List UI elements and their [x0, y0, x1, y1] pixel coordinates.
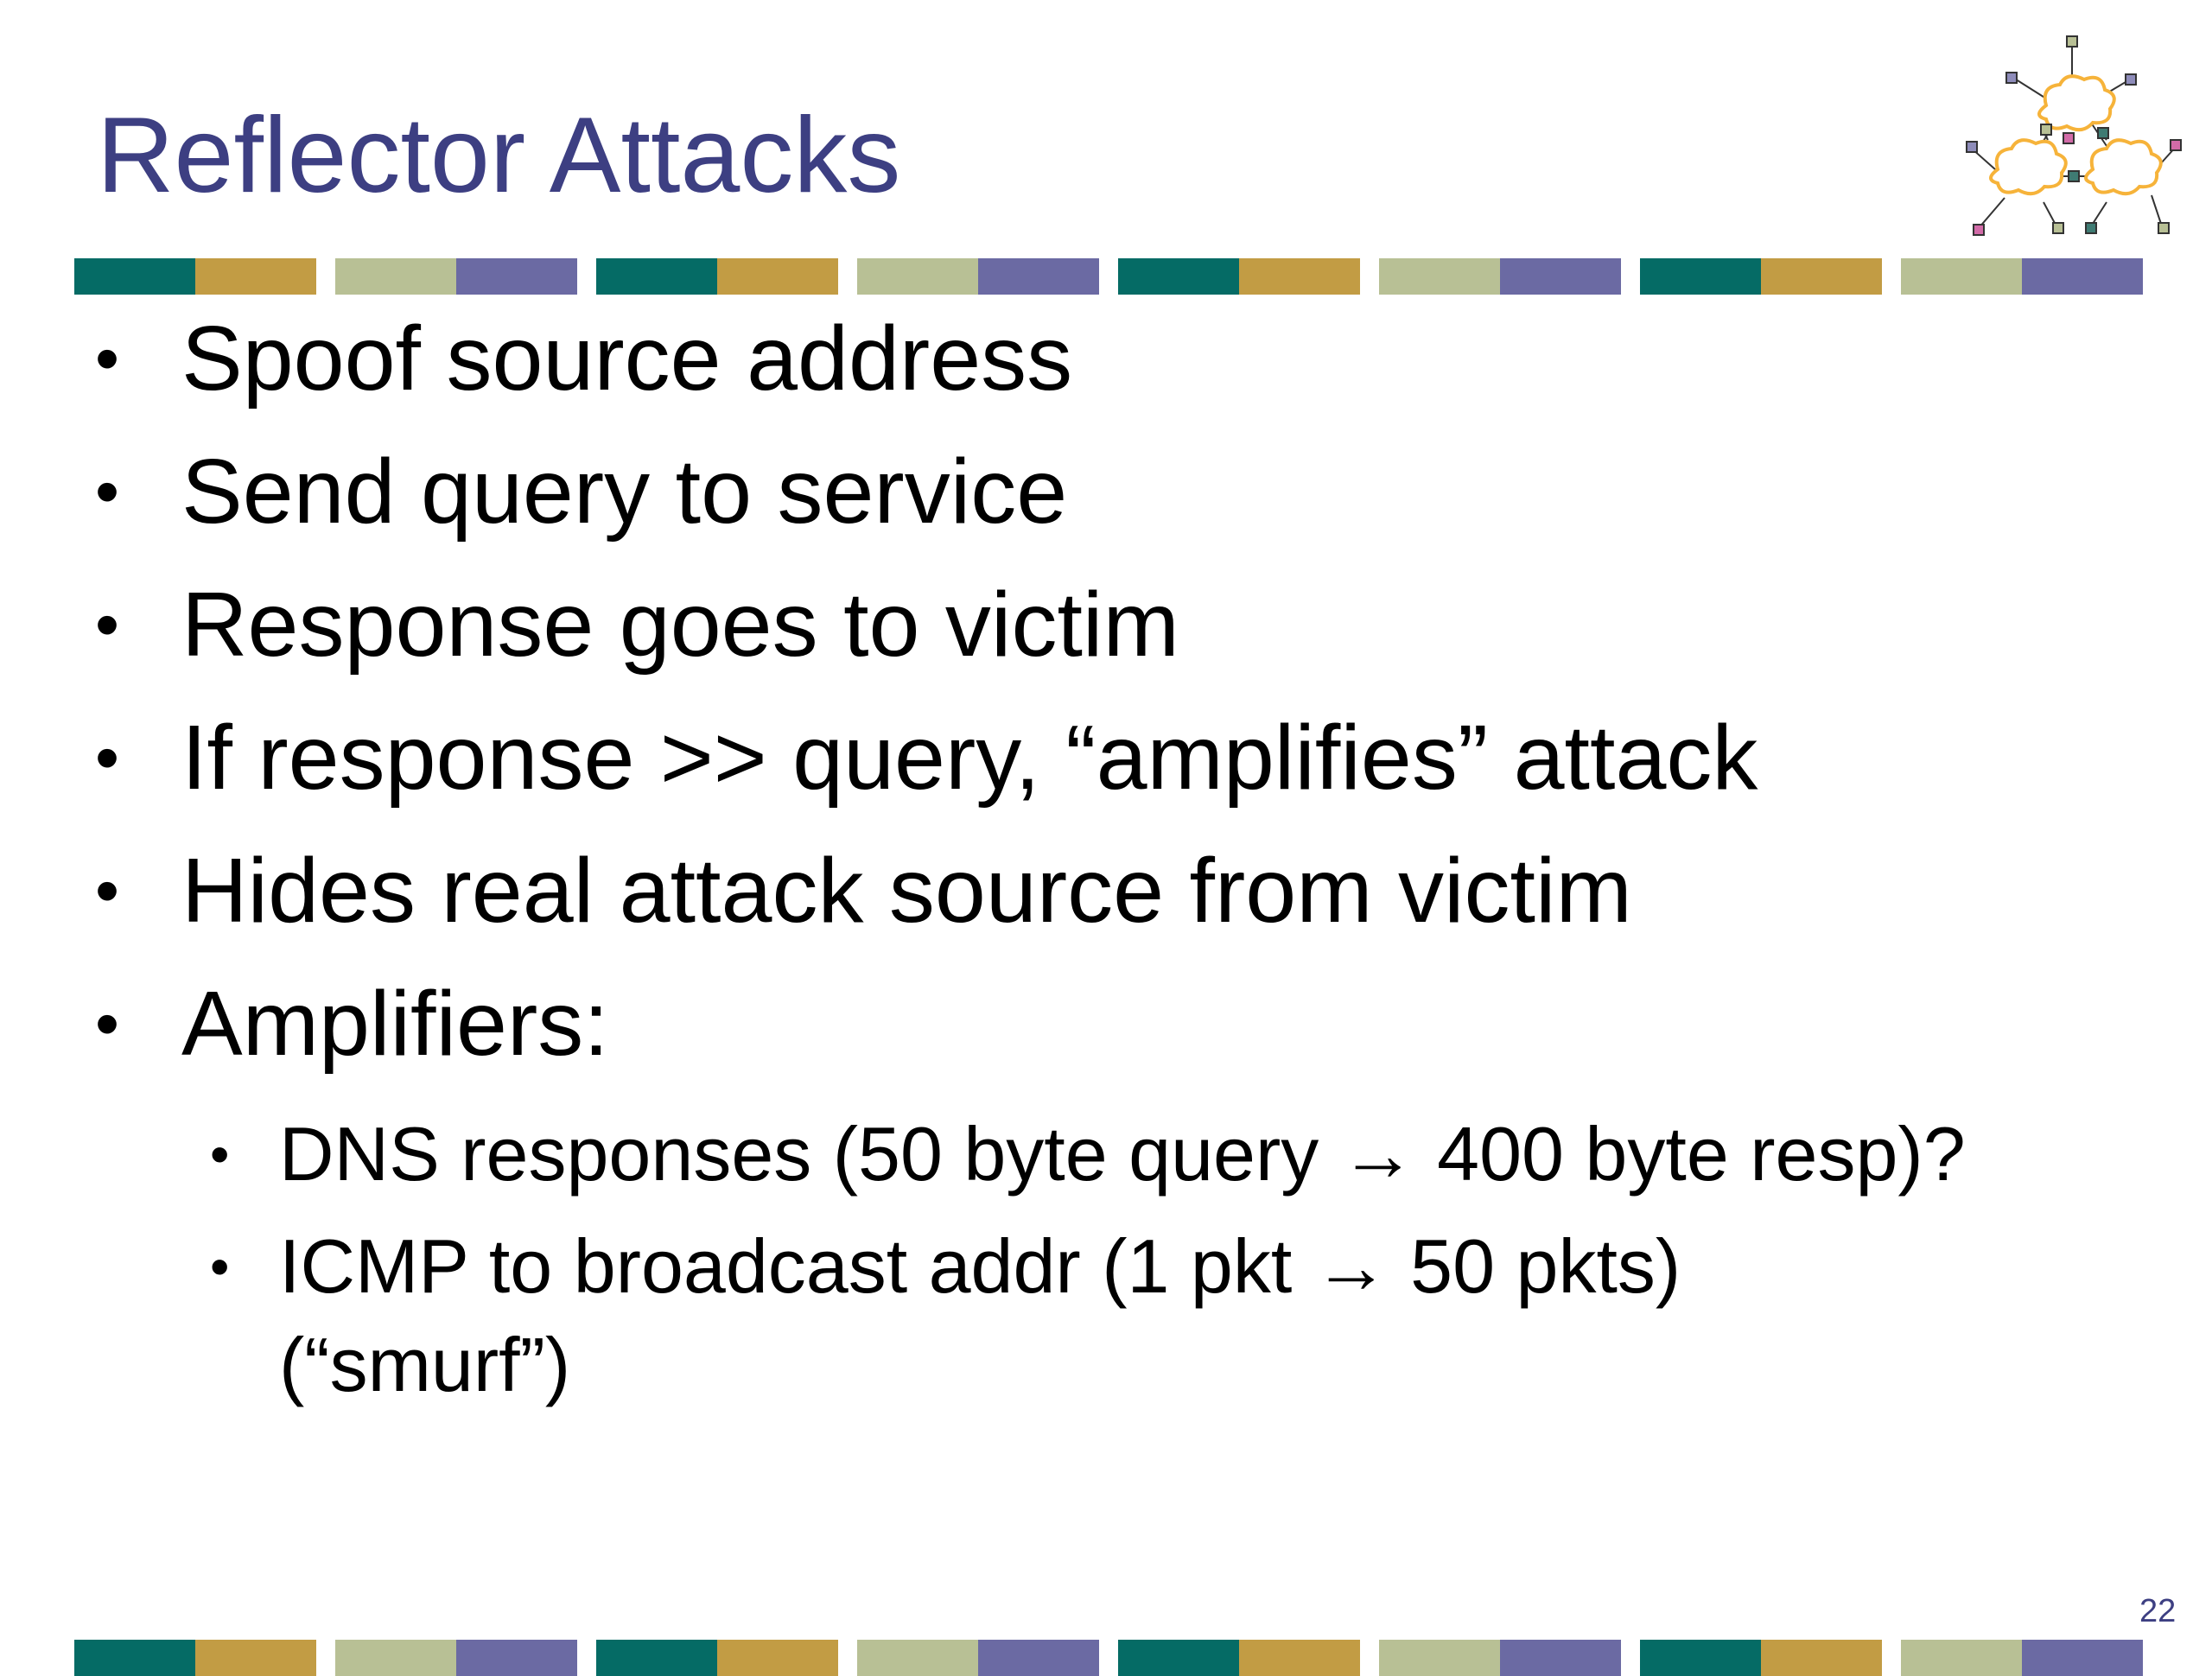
bar-segment: [2022, 1640, 2143, 1676]
bar-segment: [456, 1640, 577, 1676]
bar-segment: [195, 258, 316, 295]
bar-segment: [857, 258, 978, 295]
bar-segment: [717, 258, 838, 295]
bar-segment: [1761, 258, 1882, 295]
bar-segment: [2022, 258, 2143, 295]
bar-segment: [857, 1640, 978, 1676]
bar-segment: [1640, 1640, 1761, 1676]
bar-segment: [1500, 258, 1621, 295]
bar-segment: [978, 1640, 1099, 1676]
bullet-item: • Response goes to victim: [95, 579, 1179, 670]
bullet-glyph: •: [95, 719, 120, 796]
bar-segment: [1901, 258, 2022, 295]
bar-segment: [1379, 258, 1500, 295]
bar-segment: [1640, 258, 1761, 295]
bar-segment: [74, 258, 195, 295]
bullet-text: Spoof source address: [181, 308, 1073, 409]
bullet-text: If response >> query, “amplifies” attack: [181, 707, 1758, 809]
bar-segment: [1500, 1640, 1621, 1676]
bar-segment: [1118, 258, 1239, 295]
logo-nodes: [1966, 35, 2182, 236]
bar-segment: [1901, 1640, 2022, 1676]
network-clouds-logo: [1966, 35, 2182, 236]
bullet-item: • Hides real attack source from victim: [95, 845, 1632, 936]
bullet-glyph: •: [95, 586, 120, 663]
bar-segment: [1239, 258, 1360, 295]
bullet-item: • Spoof source address: [95, 313, 1072, 404]
bullet-text: Response goes to victim: [181, 574, 1179, 676]
sub-bullet-text: ICMP to broadcast addr (1 pkt → 50 pkts): [279, 1223, 1681, 1309]
bar-segment: [335, 258, 456, 295]
bullet-text: Send query to service: [181, 441, 1068, 543]
sub-bullet-item: • ICMP to broadcast addr (1 pkt → 50 pkt…: [210, 1228, 1681, 1305]
sub-bullet-item: • DNS responses (50 byte query → 400 byt…: [210, 1116, 1966, 1192]
bullet-glyph: •: [95, 852, 120, 929]
bullet-glyph: •: [210, 1123, 230, 1185]
bar-segment: [717, 1640, 838, 1676]
bar-segment: [74, 1640, 195, 1676]
top-color-bar: [74, 258, 2143, 295]
bullet-item: • Send query to service: [95, 446, 1067, 537]
bottom-color-bar: [74, 1640, 2143, 1676]
slide-title: Reflector Attacks: [97, 96, 901, 215]
sub-bullet-text: DNS responses (50 byte query → 400 byte …: [279, 1111, 1966, 1197]
bar-segment: [596, 1640, 717, 1676]
bar-segment: [1379, 1640, 1500, 1676]
bullet-item: • If response >> query, “amplifies” atta…: [95, 712, 1758, 803]
cloud-icon: [2084, 138, 2163, 196]
bar-segment: [195, 1640, 316, 1676]
bar-segment: [978, 258, 1099, 295]
bar-segment: [1761, 1640, 1882, 1676]
bar-segment: [1239, 1640, 1360, 1676]
bar-segment: [456, 258, 577, 295]
bullet-glyph: •: [95, 985, 120, 1062]
bar-segment: [335, 1640, 456, 1676]
bar-segment: [1118, 1640, 1239, 1676]
sub-bullet-continuation: (“smurf”): [279, 1322, 571, 1407]
cloud-icon: [1989, 138, 2068, 196]
bullet-text: Hides real attack source from victim: [181, 840, 1632, 942]
bullet-glyph: •: [95, 320, 120, 397]
slide-number: 22: [2139, 1593, 2177, 1629]
bullet-glyph: •: [210, 1235, 230, 1298]
bar-segment: [596, 258, 717, 295]
bullet-item: • Amplifiers:: [95, 978, 609, 1070]
bullet-glyph: •: [95, 453, 120, 530]
bullet-text: Amplifiers:: [181, 973, 609, 1075]
cloud-icon: [2037, 74, 2116, 132]
